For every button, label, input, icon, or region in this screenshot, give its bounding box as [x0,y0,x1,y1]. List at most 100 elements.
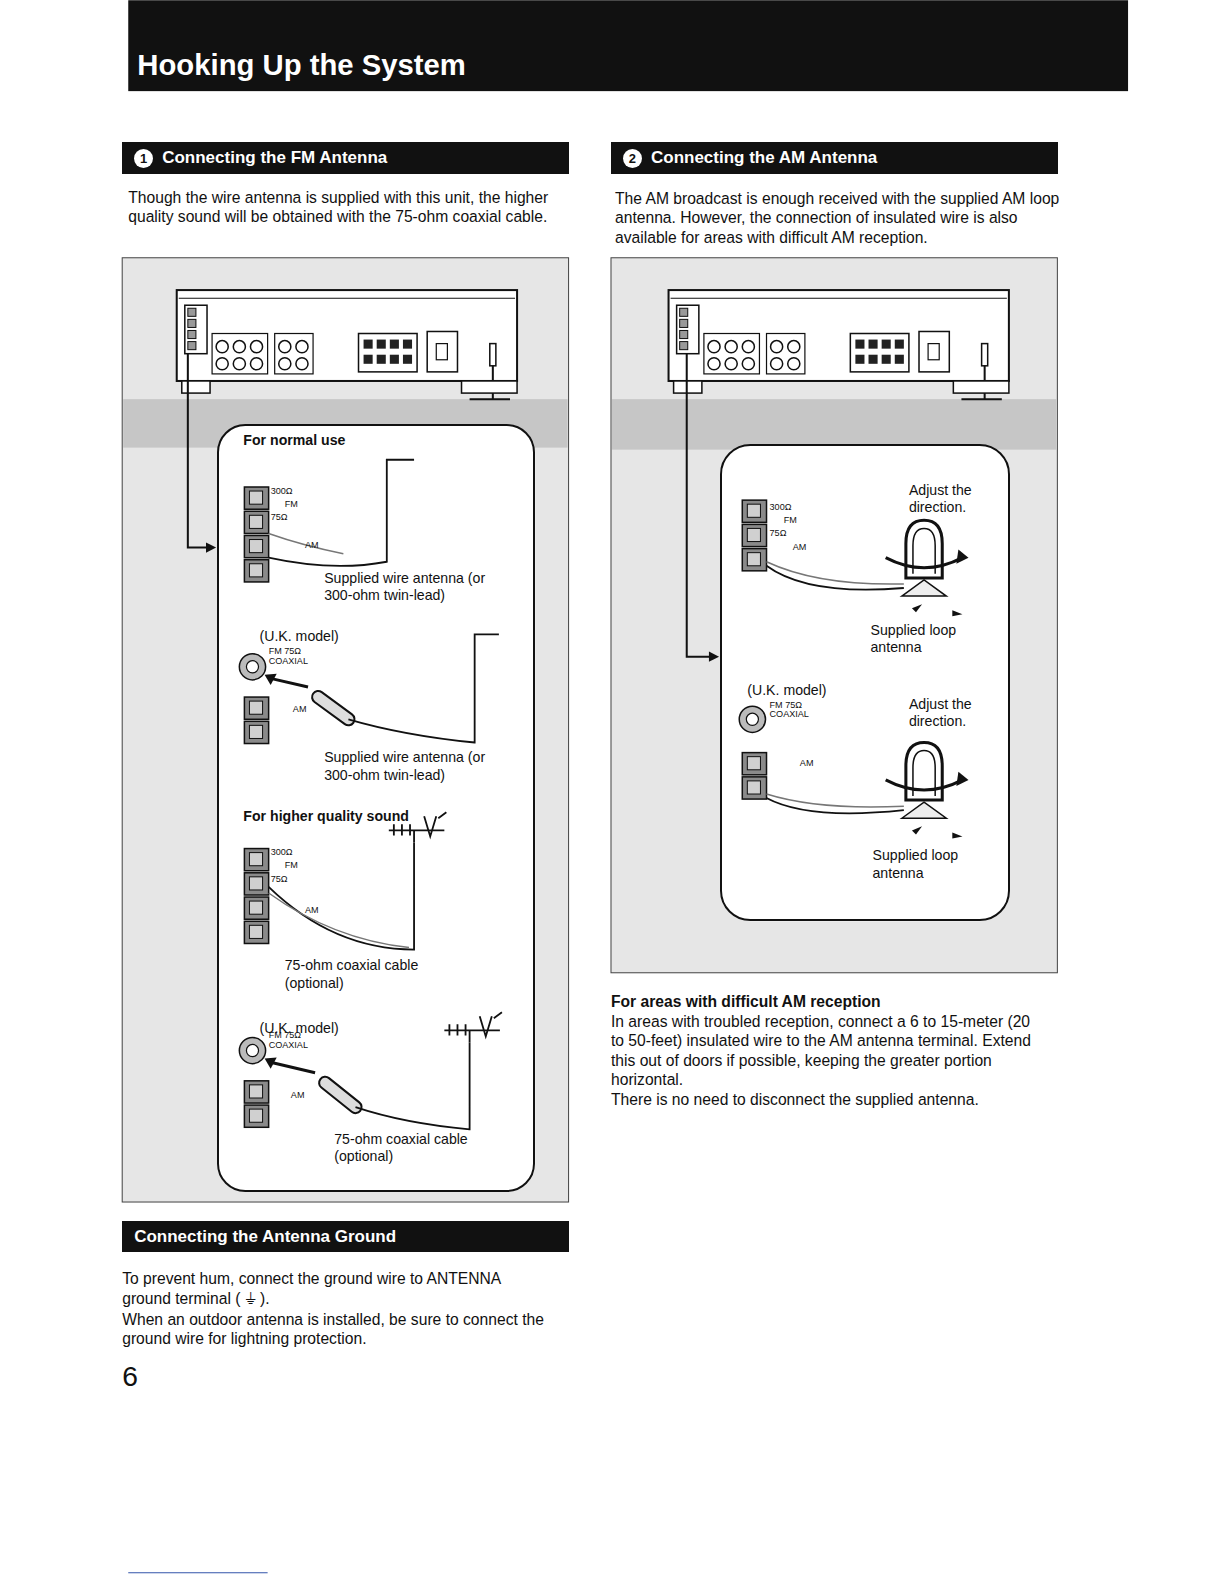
receiver-body [177,290,517,381]
terminal-label: 300Ω [770,503,810,513]
terminal-label: FM 75Ω COAXIAL [770,701,816,720]
rca-jack [250,341,262,353]
power-cord [490,344,496,366]
speaker-terminal [895,355,904,364]
terminal-label: 75Ω [271,513,311,523]
terminal-block [747,504,760,517]
terminal-screw [680,342,688,350]
terminal-screw [680,308,688,316]
terminal-block [244,721,268,743]
rca-jack [708,341,720,353]
rca-jack [742,341,754,353]
receiver-edge [671,298,1007,299]
terminal-label: FM [285,861,315,871]
terminal-screw [188,342,196,350]
title-bar [128,0,1128,91]
callout-caption: 75-ohm coaxial cable (optional) [334,1131,483,1166]
rca-jack [771,341,783,353]
terminal-block [244,897,268,919]
power-cord [982,344,988,366]
terminal-block [244,697,268,719]
speaker-terminal [377,340,386,349]
receiver-edge [179,298,515,299]
rca-jack [771,358,783,370]
leader-arrowhead [709,652,719,662]
inner-panel-ground [217,424,535,1192]
speaker-terminal [403,340,412,349]
terminal-screw [680,330,688,338]
speaker-terminal [882,355,891,364]
terminal-label: 300Ω [271,848,311,858]
jack-group [767,334,805,374]
illustration-callout-panel: Adjust the direction. Supplied loop anten… [720,444,1010,921]
rca-jack [233,358,245,370]
callout-caption: Adjust the direction. [909,696,992,731]
section-header: 2Connecting the AM Antenna [611,142,1058,173]
speaker-terminal [869,355,878,364]
foot [953,381,1009,393]
body-text: In areas with troubled reception, connec… [611,1012,1037,1090]
terminal-block [244,921,268,943]
coaxial-socket [746,713,758,725]
rca-jack [233,341,245,353]
terminal-block [742,777,766,799]
terminal-block [249,564,262,577]
terminal-block [244,1105,268,1127]
coaxial-socket [239,1037,265,1063]
coaxial-plug [318,697,348,719]
speaker-terminal [364,340,373,349]
section-header: 1Connecting the FM Antenna [122,142,568,173]
terminal-block [742,549,766,571]
rca-jack [279,358,291,370]
antenna-terminal [677,305,699,353]
terminal-label: FM [784,516,814,526]
foot [462,381,518,393]
wire-antenna [269,533,344,553]
terminal-label: AM [305,541,335,551]
leader-arrowhead [206,543,216,553]
direction-mark [912,604,922,612]
terminal-screw [680,319,688,327]
terminal-block [747,528,760,541]
illustration-panel [611,258,1057,973]
insert-arrow [265,1058,277,1069]
loop-stand [902,580,946,596]
terminal-label: FM 75Ω COAXIAL [269,1031,315,1050]
rca-jack [742,358,754,370]
terminal-block [249,515,262,528]
coaxial-plug [325,1083,355,1107]
terminal-block [249,877,262,890]
jack-group [212,334,268,374]
speaker-terminal [403,355,412,364]
terminal-block [249,925,262,938]
page-title: Hooking Up the System [137,48,465,82]
body-text: When an outdoor antenna is installed, be… [122,1310,558,1349]
loop-stand [902,802,946,818]
speaker-terminals [359,334,418,372]
antenna-terminal [185,305,207,353]
terminal-block [249,540,262,553]
coaxial-plug [318,697,348,719]
rca-jack [788,358,800,370]
terminal-block [244,560,268,582]
insert-arrow [265,674,277,685]
terminal-label: AM [305,906,335,916]
rca-jack [708,358,720,370]
callout-caption: Supplied loop antenna [873,847,976,882]
callout-caption: Supplied wire antenna (or 300-ohm twin-l… [324,749,488,784]
ac-outlet [436,344,447,360]
terminal-label: 75Ω [770,529,810,539]
terminal-block [244,511,268,533]
direction-mark [952,832,962,838]
coaxial-socket [739,706,765,732]
ac-outlet [427,331,457,371]
direction-mark [952,610,962,616]
terminal-block [747,781,760,794]
wire-antenna [348,634,498,742]
terminal-screw [188,330,196,338]
rotate-arrow [886,780,963,790]
terminal-block [244,873,268,895]
speaker-terminal [869,340,878,349]
footer-rule [128,1572,267,1573]
rca-jack [250,358,262,370]
